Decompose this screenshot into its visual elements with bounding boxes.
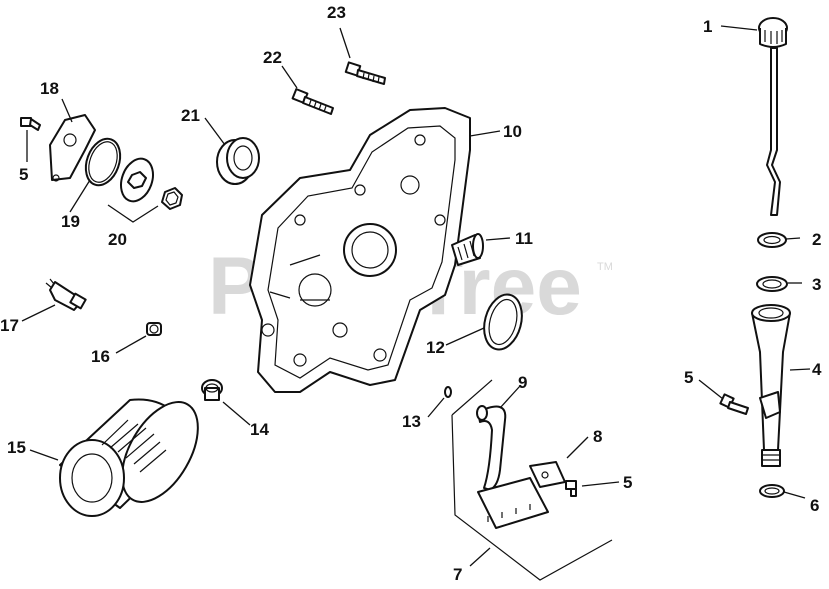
callout-17: 17 <box>0 316 19 335</box>
callout-20: 20 <box>108 230 127 249</box>
part-screen-7[interactable] <box>477 477 549 529</box>
callout-18: 18 <box>40 79 59 98</box>
callout-19: 19 <box>61 212 80 231</box>
part-o-ring-13[interactable] <box>444 386 452 398</box>
part-sensor-17[interactable] <box>45 278 87 311</box>
part-gasket-12[interactable] <box>478 290 527 353</box>
part-screw-5-topleft[interactable] <box>20 117 41 131</box>
callout-16: 16 <box>91 347 110 366</box>
callout-11: 11 <box>515 229 533 248</box>
assembly-bracket-7 <box>451 379 613 581</box>
callout-5-tube: 5 <box>684 368 693 387</box>
part-bearing-20[interactable] <box>115 154 183 210</box>
callout-labels: 1 2 3 4 5 5 5 6 7 8 9 10 11 12 13 14 15 … <box>0 3 822 584</box>
part-bolt-22[interactable] <box>291 88 334 115</box>
part-o-ring-3[interactable] <box>756 276 788 292</box>
part-o-ring-19[interactable] <box>80 134 126 190</box>
part-fill-tube-4[interactable] <box>751 304 791 467</box>
part-o-ring-6[interactable] <box>759 484 785 498</box>
part-o-ring-2[interactable] <box>757 232 787 248</box>
part-pickup-tube-9[interactable] <box>476 405 507 491</box>
watermark-trademark: TM <box>597 261 613 273</box>
callout-2: 2 <box>812 230 821 249</box>
part-screw-5-pickup[interactable] <box>565 480 577 497</box>
leader-lines <box>21 25 811 567</box>
callout-14: 14 <box>250 420 269 439</box>
part-cover-18[interactable] <box>49 114 96 182</box>
callout-15: 15 <box>7 438 26 457</box>
callout-4: 4 <box>812 360 822 379</box>
callout-9: 9 <box>518 373 527 392</box>
callout-12: 12 <box>426 338 445 357</box>
part-fitting-11[interactable] <box>451 233 484 266</box>
part-oil-seal[interactable] <box>216 137 260 185</box>
callout-6: 6 <box>810 496 819 515</box>
callout-7: 7 <box>453 565 462 584</box>
part-bolt-23[interactable] <box>344 61 386 85</box>
callout-10: 10 <box>503 122 522 141</box>
part-screw-5-tube[interactable] <box>719 393 749 415</box>
part-oil-filter-15[interactable] <box>59 389 213 517</box>
callout-8: 8 <box>593 427 602 446</box>
callout-21: 21 <box>181 106 200 125</box>
callout-13: 13 <box>402 412 421 431</box>
callout-23: 23 <box>327 3 346 22</box>
callout-5-pickup: 5 <box>623 473 632 492</box>
callout-22: 22 <box>263 48 282 67</box>
part-plug-16[interactable] <box>146 322 162 336</box>
part-dipstick-1[interactable] <box>758 17 788 216</box>
part-bracket-8[interactable] <box>529 461 566 488</box>
callout-1: 1 <box>703 17 712 36</box>
callout-3: 3 <box>812 275 821 294</box>
part-drain-plug-14[interactable] <box>201 379 223 401</box>
part-crankcase-cover[interactable] <box>249 107 471 393</box>
callout-5-topleft: 5 <box>19 165 28 184</box>
